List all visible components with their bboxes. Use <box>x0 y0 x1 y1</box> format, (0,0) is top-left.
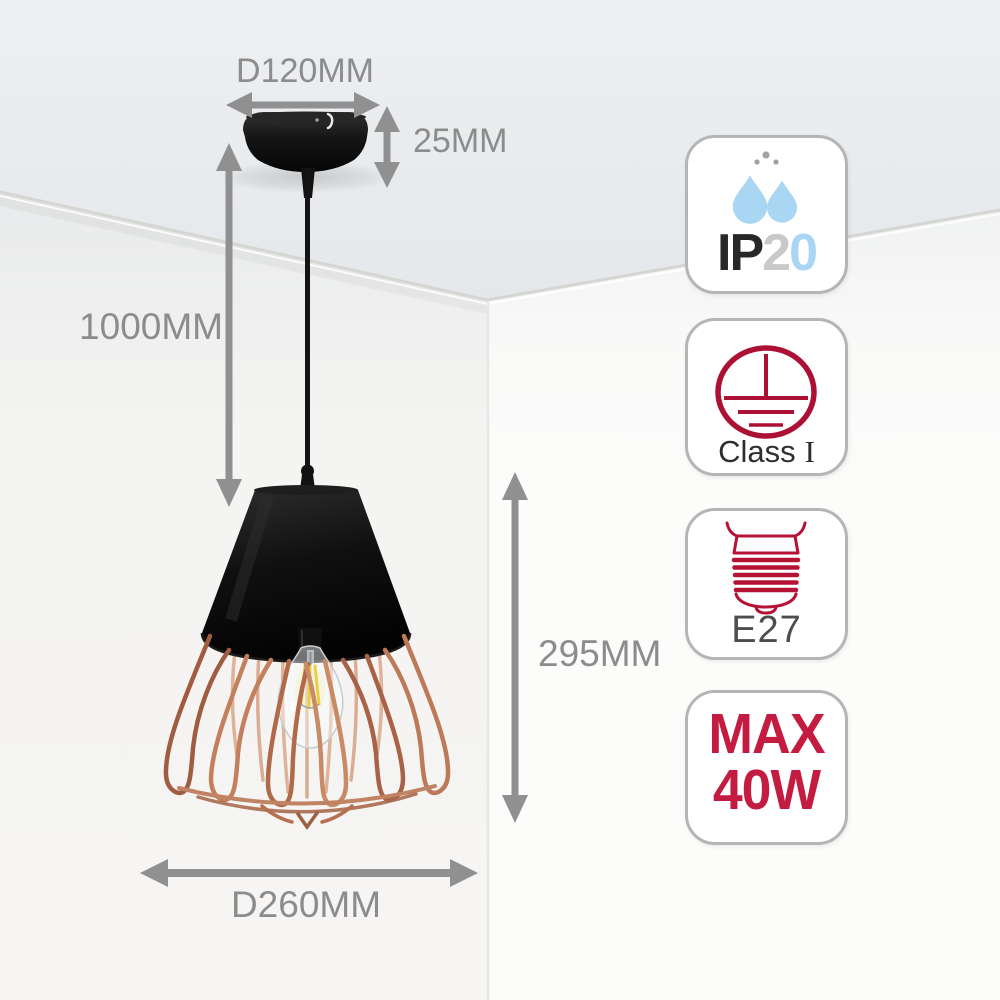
arrow-canopy-diameter <box>226 92 380 118</box>
arrow-fixture-height <box>502 472 528 823</box>
max-wattage-badge: MAX 40W <box>685 690 848 845</box>
lamp-canopy <box>243 111 368 172</box>
suspension-length-label: 1000MM <box>79 306 223 347</box>
sprinkle-dots-icon <box>754 151 779 165</box>
max-wattage-value: MAX 40W <box>693 702 841 822</box>
lamp-shade <box>200 485 412 664</box>
ip-rating-badge: IP20 <box>685 135 848 294</box>
canopy-height-label: 25MM <box>413 122 508 160</box>
ip-second-digit: 0 <box>789 224 818 282</box>
lamp-base-value: E27 <box>731 609 802 651</box>
ip-first-digit: 2 <box>762 224 791 282</box>
ip-rating-value: IP20 <box>688 227 845 279</box>
arrow-canopy-height <box>374 106 400 188</box>
ip-prefix: IP <box>717 224 764 282</box>
arrow-cage-diameter <box>140 859 478 887</box>
class-label: Class <box>718 434 796 469</box>
arrow-suspension-length <box>216 143 242 507</box>
water-drops-icon <box>732 151 798 224</box>
class-numeral: I <box>804 434 815 469</box>
e27-base-icon <box>725 521 807 615</box>
canopy-highlight <box>326 112 334 130</box>
max-wattage-line2: 40W <box>712 757 821 822</box>
earth-ground-icon <box>715 345 817 439</box>
max-wattage-line1: MAX <box>708 702 825 766</box>
cage-diameter-label: D260MM <box>230 884 382 925</box>
canopy-diameter-label: D120MM <box>236 52 374 90</box>
cage-bottom-rings <box>177 784 437 831</box>
fixture-height-label: 295MM <box>538 633 662 674</box>
lamp-base-badge: E27 <box>685 508 848 660</box>
